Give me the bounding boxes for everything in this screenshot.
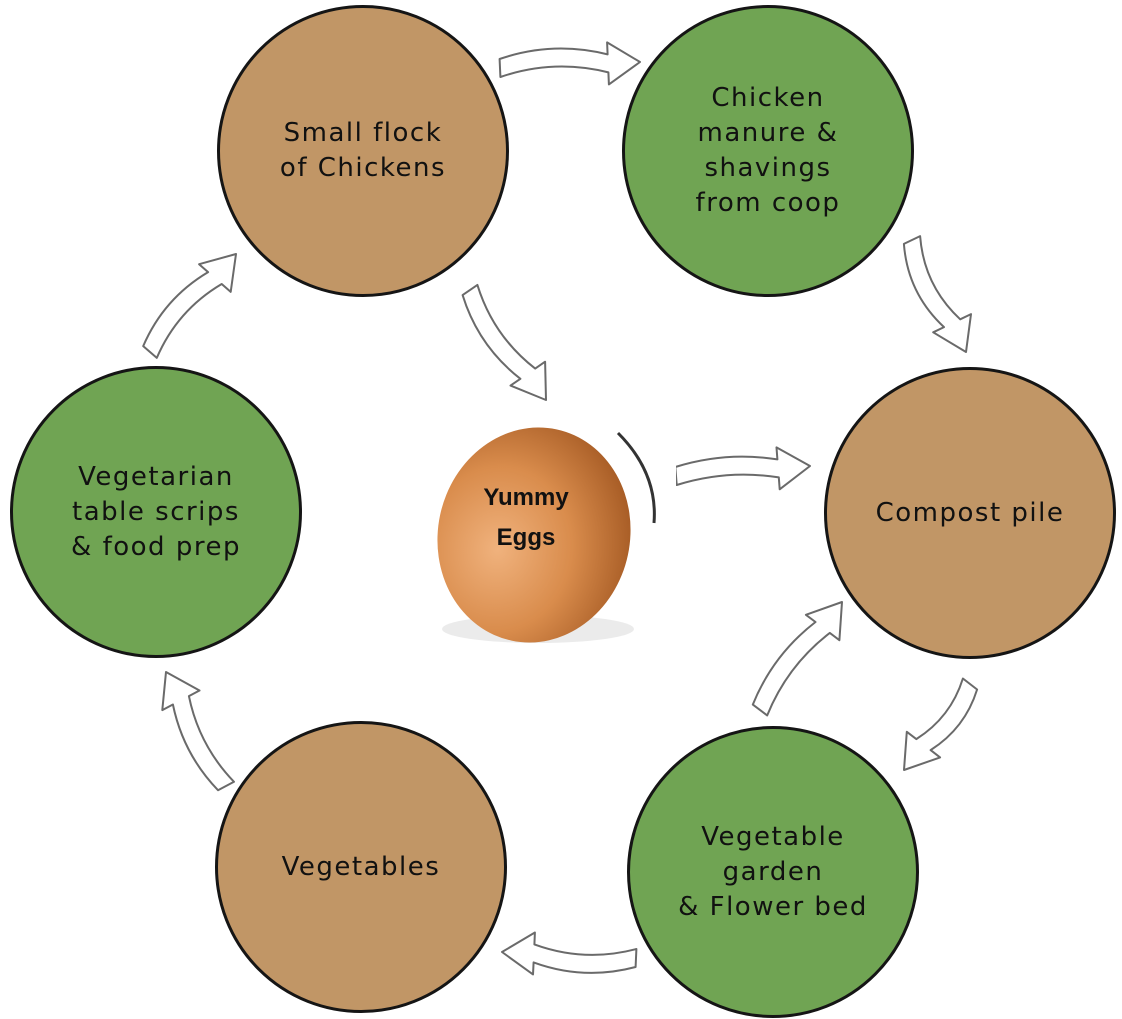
flow-arrow-n1-to-center <box>461 283 547 401</box>
egg-picture <box>392 411 676 693</box>
node-label: Compost pile <box>875 497 1065 528</box>
node-label: Chicken manure & shavings from coop <box>695 83 841 218</box>
flow-arrow-center-to-n3 <box>674 446 811 491</box>
node-label: Vegetable garden & Flower bed <box>678 821 868 922</box>
flow-arrow-n2-to-n3 <box>902 235 972 353</box>
flow-arrow-n4-to-n5 <box>501 931 638 976</box>
node-small-flock-of-chickens: Small flock of Chickens <box>217 5 509 297</box>
flow-arrow-n6-to-n1 <box>142 253 237 359</box>
node-vegetables: Vegetables <box>215 721 507 1013</box>
node-label: Vegetables <box>281 851 441 882</box>
center-label: Yummy Eggs <box>483 484 569 551</box>
node-vegetarian-table-scraps: Vegetarian table scrips & food prep <box>10 366 302 658</box>
node-chicken-manure: Chicken manure & shavings from coop <box>622 5 914 297</box>
flow-arrow-n1-to-n2 <box>498 41 641 86</box>
node-vegetable-garden: Vegetable garden & Flower bed <box>627 726 919 1018</box>
node-label: Small flock of Chickens <box>279 118 447 183</box>
flow-arrow-n5-to-n6 <box>161 671 235 792</box>
egg-rim-stroke <box>616 431 656 524</box>
node-label: Vegetarian table scrips & food prep <box>71 461 241 562</box>
egg-icon <box>437 427 631 643</box>
node-compost-pile: Compost pile <box>824 367 1116 659</box>
flow-arrow-n3-to-n4 <box>903 677 979 771</box>
flow-arrow-n4-to-n3 <box>751 601 843 717</box>
